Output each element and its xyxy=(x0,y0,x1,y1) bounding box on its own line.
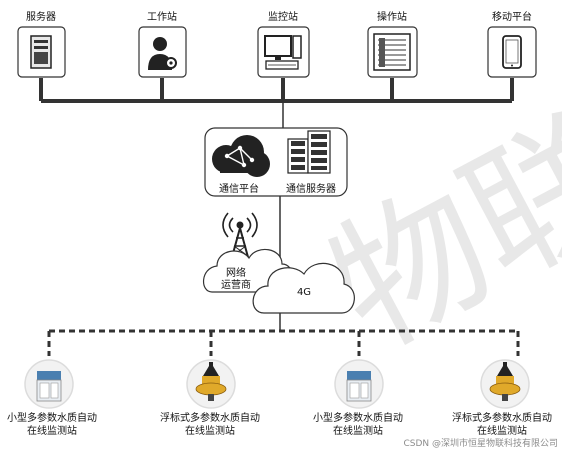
station-2-line2: 在线监测站 xyxy=(185,424,235,437)
radio-tower-icon xyxy=(222,212,258,269)
smartphone-icon xyxy=(502,35,522,69)
node-mobile-label: 移动平台 xyxy=(492,10,532,23)
node-workstation[interactable]: 工作站 xyxy=(138,10,187,78)
node-operator-label: 操作站 xyxy=(377,10,407,23)
station-1[interactable]: 小型多参数水质自动 在线监测站 xyxy=(7,359,97,437)
station-2-line1: 浮标式多参数水质自动 xyxy=(160,411,260,424)
water-quality-cabinet-icon xyxy=(36,371,62,402)
water-quality-cabinet-icon xyxy=(346,371,372,402)
bottom-bus xyxy=(47,329,520,356)
buoy-icon xyxy=(489,362,521,401)
control-panel-icon xyxy=(373,33,411,71)
station-1-line2: 在线监测站 xyxy=(27,424,77,437)
station-3-line1: 小型多参数水质自动 xyxy=(313,411,403,424)
node-monitor-label: 监控站 xyxy=(268,10,298,23)
user-gear-icon xyxy=(148,37,177,70)
top-bus xyxy=(39,78,514,103)
server-rack-icon xyxy=(287,130,331,174)
node-mobile[interactable]: 移动平台 xyxy=(487,10,537,78)
buoy-icon xyxy=(195,362,227,401)
node-server-label: 服务器 xyxy=(26,10,56,23)
node-workstation-label: 工作站 xyxy=(147,10,177,23)
platform-label: 通信平台 xyxy=(219,182,259,195)
fourg-cloud: 4G xyxy=(252,262,355,314)
station-2[interactable]: 浮标式多参数水质自动 在线监测站 xyxy=(160,359,260,437)
node-operator[interactable]: 操作站 xyxy=(367,10,418,78)
server-tower-icon xyxy=(30,35,52,69)
comm-center-box[interactable]: 通信平台 通信服务器 xyxy=(204,127,348,197)
comm-server-label: 通信服务器 xyxy=(286,182,336,195)
operator-label-line1: 网络 xyxy=(226,266,246,279)
cloud-network-icon xyxy=(212,135,270,177)
node-monitor[interactable]: 监控站 xyxy=(257,10,310,78)
node-server[interactable]: 服务器 xyxy=(17,10,66,78)
credit-text: CSDN @深圳市恒星物联科技有限公司 xyxy=(403,437,558,449)
station-4[interactable]: 浮标式多参数水质自动 在线监测站 xyxy=(452,359,552,437)
station-3-line2: 在线监测站 xyxy=(333,424,383,437)
station-4-line2: 在线监测站 xyxy=(477,424,527,437)
station-3[interactable]: 小型多参数水质自动 在线监测站 xyxy=(313,359,403,437)
station-4-line1: 浮标式多参数水质自动 xyxy=(452,411,552,424)
operator-label-line2: 运营商 xyxy=(221,278,251,291)
station-1-line1: 小型多参数水质自动 xyxy=(7,411,97,424)
fourg-label: 4G xyxy=(297,287,311,298)
desktop-computer-icon xyxy=(264,35,302,70)
